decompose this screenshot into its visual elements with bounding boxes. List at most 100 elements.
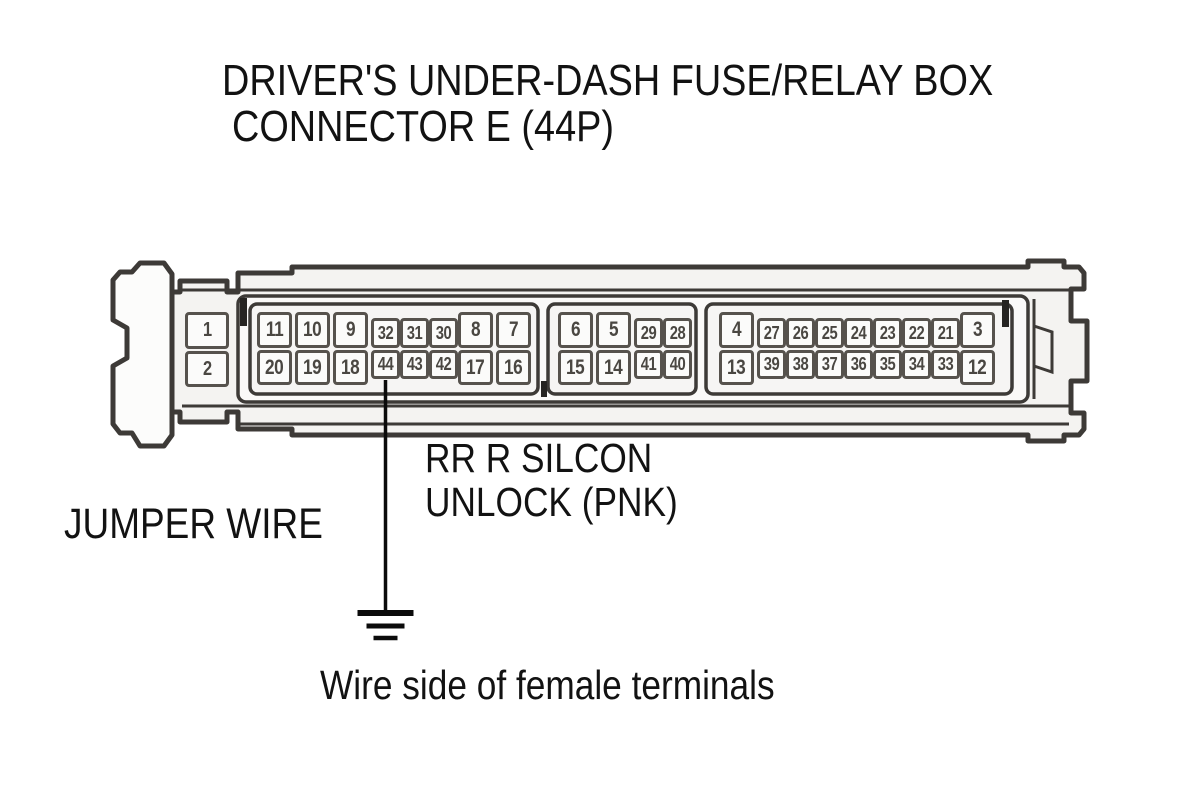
pin-number: 20 [265, 355, 284, 379]
pin-18: 18 [333, 350, 368, 385]
pin-34: 34 [902, 350, 931, 379]
pin-23: 23 [873, 318, 902, 348]
pin-number: 13 [727, 355, 746, 379]
pin-11: 11 [257, 312, 292, 348]
pin-33: 33 [931, 350, 960, 379]
wire-name-label-line2: UNLOCK (PNK) [425, 479, 678, 525]
pin-number: 1 [202, 319, 212, 341]
pin-30: 30 [429, 318, 458, 348]
pin-number: 6 [570, 318, 581, 341]
pin-12: 12 [960, 350, 995, 385]
pin-9: 9 [333, 312, 368, 348]
pin-7: 7 [496, 312, 531, 348]
pin-6: 6 [558, 312, 593, 348]
pin-29: 29 [634, 318, 663, 348]
pin-number: 3 [972, 318, 983, 341]
pin-3: 3 [960, 312, 995, 348]
pin-14: 14 [596, 350, 631, 385]
pin-number: 30 [435, 322, 452, 343]
pin-42: 42 [429, 350, 458, 379]
pin-25: 25 [815, 318, 844, 348]
pin-19: 19 [295, 350, 330, 385]
pin-17: 17 [458, 350, 493, 385]
pin-28: 28 [663, 318, 692, 348]
pin-number: 24 [850, 322, 867, 343]
pin-8: 8 [458, 312, 493, 348]
right-latch-detail [1032, 299, 1054, 399]
pin-number: 34 [908, 354, 925, 374]
wire-name-label-line1: RR R SILCON [425, 435, 653, 481]
pin-number: 16 [504, 355, 523, 379]
pin-16: 16 [496, 350, 531, 385]
pin-20: 20 [257, 350, 292, 385]
pin-5: 5 [596, 312, 631, 348]
pin-38: 38 [786, 350, 815, 379]
pin-number: 21 [937, 322, 954, 343]
keying-mark-left [240, 298, 247, 326]
keying-mark-right [1002, 300, 1009, 327]
pin-number: 43 [406, 354, 423, 374]
pin-number: 37 [821, 354, 838, 374]
pin-number: 5 [608, 318, 619, 341]
pin-number: 31 [406, 322, 423, 343]
pin-40: 40 [663, 350, 692, 379]
pin-number: 22 [908, 322, 925, 343]
pin-number: 9 [345, 318, 356, 341]
pin-number: 12 [968, 355, 987, 379]
pin-39: 39 [757, 350, 786, 379]
pin-number: 38 [792, 354, 809, 374]
pin-10: 10 [295, 312, 330, 348]
pin-number: 35 [879, 354, 896, 374]
jumper-wire-label: JUMPER WIRE [64, 500, 323, 548]
pin-32: 32 [371, 318, 400, 348]
pin-36: 36 [844, 350, 873, 379]
pin-number: 41 [640, 354, 657, 374]
pin-number: 2 [202, 357, 212, 380]
pin-number: 17 [466, 355, 485, 379]
pin-number: 32 [377, 322, 394, 343]
pin-number: 4 [731, 318, 742, 341]
pin-number: 15 [566, 355, 585, 379]
pin-31: 31 [400, 318, 429, 348]
pin-number: 26 [792, 322, 809, 343]
pin-number: 8 [470, 318, 481, 341]
pin-13: 13 [719, 350, 754, 385]
pin-number: 29 [640, 322, 657, 343]
pin-41: 41 [634, 350, 663, 379]
pin-15: 15 [558, 350, 593, 385]
pin-number: 7 [508, 318, 519, 341]
pin-number: 27 [763, 322, 780, 343]
pin-2: 2 [185, 351, 229, 387]
pin-number: 42 [435, 354, 452, 374]
pin-number: 40 [669, 354, 686, 374]
pin-number: 23 [879, 322, 896, 343]
pin-43: 43 [400, 350, 429, 379]
pin-number: 36 [850, 354, 867, 374]
pin-21: 21 [931, 318, 960, 348]
pin-27: 27 [757, 318, 786, 348]
pin-number: 10 [303, 318, 322, 341]
pin-26: 26 [786, 318, 815, 348]
page-title-line1: DRIVER'S UNDER-DASH FUSE/RELAY BOX [222, 56, 994, 105]
pin-35: 35 [873, 350, 902, 379]
page-title-line2: CONNECTOR E (44P) [232, 102, 614, 151]
pin-number: 18 [341, 355, 360, 379]
pin-number: 14 [604, 355, 623, 379]
keying-mark-middle-bottom [541, 381, 547, 397]
pin-24: 24 [844, 318, 873, 348]
pin-number: 44 [377, 354, 394, 374]
pin-number: 25 [821, 322, 838, 343]
pin-number: 19 [303, 355, 322, 379]
pin-1: 1 [185, 312, 229, 349]
pin-number: 28 [669, 322, 686, 343]
pin-37: 37 [815, 350, 844, 379]
ground-symbol-icon [357, 610, 414, 641]
pin-44: 44 [371, 350, 400, 379]
pin-4: 4 [719, 312, 754, 348]
pin-number: 33 [937, 354, 954, 374]
view-caption: Wire side of female terminals [320, 662, 775, 708]
mounting-bracket [110, 260, 175, 449]
pin-number: 11 [265, 318, 284, 341]
